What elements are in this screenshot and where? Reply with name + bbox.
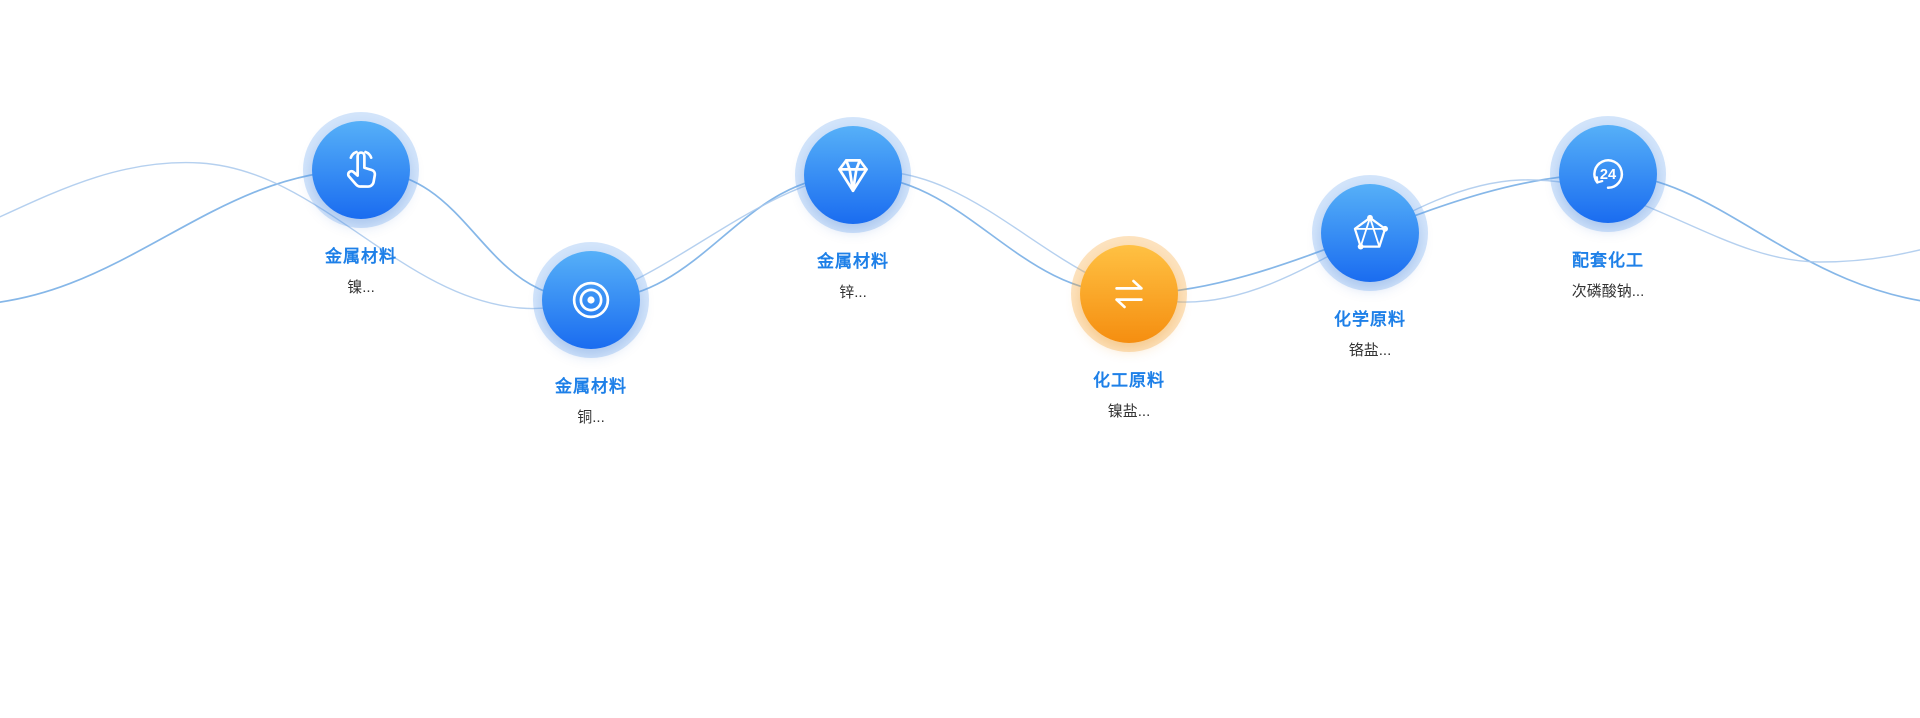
category-node-chemical-nickel-salt[interactable]: 化工原料 镍盐... [1019, 236, 1239, 421]
node-halo [303, 112, 419, 228]
node-sublabel: 铬盐... [1348, 342, 1392, 359]
node-sublabel: 锌... [839, 284, 867, 301]
category-node-metal-copper[interactable]: 金属材料 铜... [481, 242, 701, 427]
node-halo: 24 [1550, 116, 1666, 232]
category-node-metal-zinc[interactable]: 金属材料 锌... [743, 117, 963, 302]
node-circle: 24 [1559, 125, 1657, 223]
node-circle [312, 121, 410, 219]
node-label[interactable]: 配套化工 [1572, 251, 1644, 270]
node-circle [1321, 184, 1419, 282]
category-node-metal-nickel[interactable]: 金属材料 镍... [251, 112, 471, 297]
node-label[interactable]: 化工原料 [1093, 371, 1165, 390]
node-halo [533, 242, 649, 358]
molecule-pentagon-icon [1353, 214, 1388, 250]
category-node-chemical-chromium-salt[interactable]: 化学原料 铬盐... [1260, 175, 1480, 360]
node-circle [542, 251, 640, 349]
tap-click-icon [346, 150, 377, 188]
node-halo [1071, 236, 1187, 352]
node-circle [804, 126, 902, 224]
node-halo [1312, 175, 1428, 291]
radar-icon [572, 281, 610, 319]
node-sublabel: 镍盐... [1107, 403, 1151, 420]
node-label[interactable]: 金属材料 [325, 247, 397, 266]
diamond-icon [838, 159, 868, 193]
exchange-arrows-icon [1115, 279, 1143, 309]
node-label[interactable]: 化学原料 [1334, 310, 1406, 329]
node-sublabel: 镍... [347, 279, 375, 296]
node-label[interactable]: 金属材料 [817, 252, 889, 271]
node-sublabel: 铜... [577, 409, 605, 426]
svg-text:24: 24 [1600, 167, 1617, 183]
node-halo [795, 117, 911, 233]
category-node-supporting-chemical[interactable]: 24 配套化工 次磷酸钠... [1498, 116, 1718, 301]
24-hour-icon: 24 [1593, 159, 1624, 189]
node-sublabel: 次磷酸钠... [1571, 283, 1645, 300]
node-label[interactable]: 金属材料 [555, 377, 627, 396]
node-circle [1080, 245, 1178, 343]
